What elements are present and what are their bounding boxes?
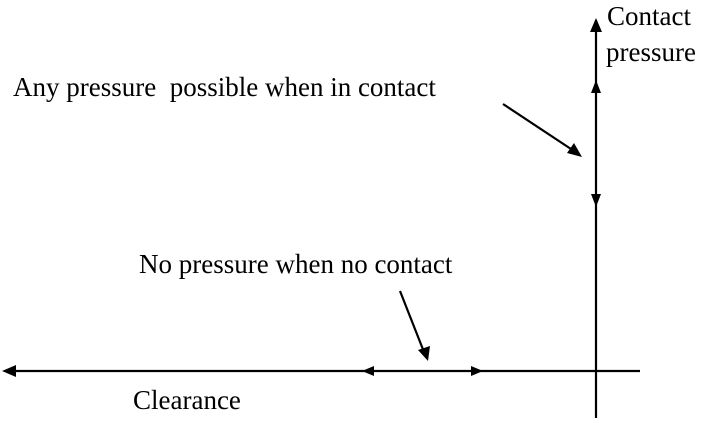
contact-annotation-pointer-head: [567, 143, 582, 157]
contact-annotation-pointer: [502, 103, 575, 152]
y-axis-label-line2: pressure: [606, 37, 696, 67]
clearance-segment-left-arrowhead: [362, 366, 374, 376]
x-axis-label: Clearance: [133, 385, 241, 415]
no-contact-annotation-pointer: [398, 290, 426, 353]
no-contact-annotation-pointer-head: [418, 346, 430, 361]
y-axis-label-line1: Contact: [607, 1, 691, 31]
contact-annotation-label: Any pressure possible when in contact: [13, 72, 436, 102]
pressure-segment-up-arrowhead: [591, 80, 601, 93]
no-contact-annotation-label: No pressure when no contact: [139, 249, 453, 279]
pressure-axis-top-arrowhead: [590, 18, 602, 32]
clearance-axis-left-arrowhead: [2, 365, 16, 377]
pressure-segment-down-arrowhead: [591, 194, 601, 207]
clearance-segment-right-arrowhead: [471, 366, 483, 376]
